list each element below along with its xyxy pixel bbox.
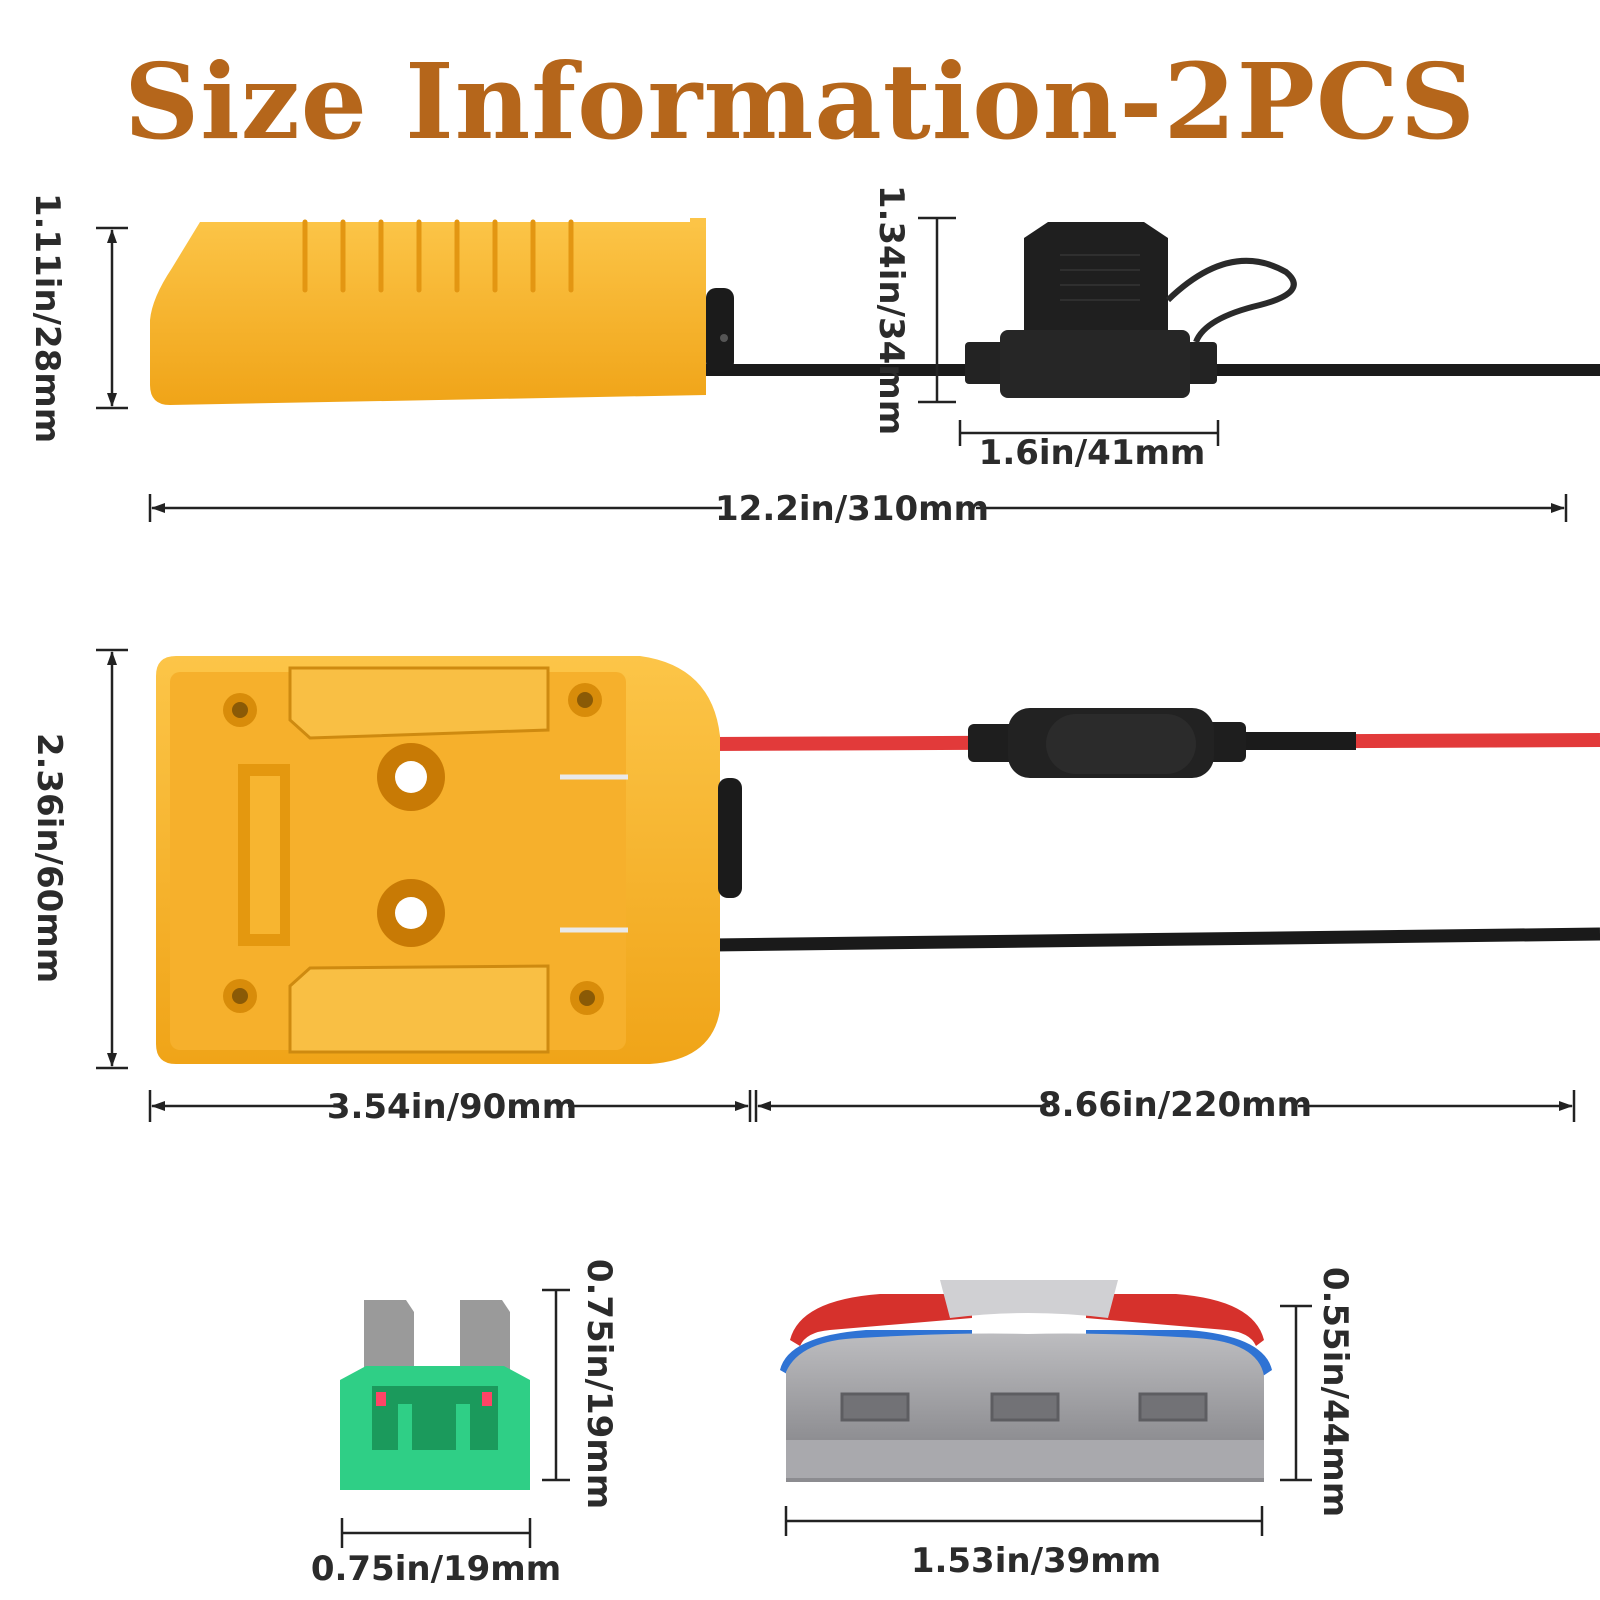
- adapter-side-housing: [150, 218, 706, 405]
- dim-fuse-holder-height: 1.34in/34mm: [871, 185, 956, 435]
- rail-bottom: [288, 964, 550, 1054]
- power-switch-top: [718, 778, 742, 898]
- adapter-height-label: 2.36in/60mm: [29, 733, 69, 983]
- top-view: [156, 656, 1600, 1064]
- page-title: Size Information-2PCS: [124, 40, 1476, 163]
- adapter-length-label: 3.54in/90mm: [327, 1087, 577, 1127]
- inline-fuse-holder: [968, 708, 1356, 778]
- lever-red-left: [790, 1294, 972, 1346]
- dim-fuse-height: 0.75in/19mm: [542, 1259, 619, 1509]
- wire-connector: [780, 1280, 1272, 1482]
- fuse-height-label: 0.75in/19mm: [579, 1259, 619, 1509]
- lever-red-right: [1086, 1294, 1264, 1346]
- connector-height-label: 0.55in/44mm: [1315, 1267, 1355, 1517]
- dim-total-length: 12.2in/310mm: [148, 489, 1568, 529]
- dim-connector-height: 0.55in/44mm: [1280, 1267, 1355, 1517]
- dim-fuse-width: 0.75in/19mm: [311, 1518, 561, 1589]
- side-height-label: 1.11in/28mm: [27, 193, 67, 443]
- side-view: [150, 218, 1600, 405]
- dim-fuse-holder-width: 1.6in/41mm: [958, 420, 1220, 473]
- rail-top: [288, 666, 550, 740]
- dim-side-height: 1.11in/28mm: [27, 193, 128, 443]
- fuse-holder-side: [965, 222, 1297, 398]
- power-switch-side: [706, 288, 734, 372]
- fuse-width-label: 0.75in/19mm: [311, 1549, 561, 1589]
- dim-wire-length: 8.66in/220mm: [754, 1085, 1576, 1125]
- wire-length-label: 8.66in/220mm: [1038, 1085, 1312, 1125]
- total-length-label: 12.2in/310mm: [715, 489, 989, 529]
- dim-adapter-length: 3.54in/90mm: [148, 1087, 752, 1127]
- black-wire: [711, 927, 1600, 952]
- dim-adapter-height: 2.36in/60mm: [29, 648, 128, 1070]
- dim-connector-width: 1.53in/39mm: [784, 1506, 1264, 1581]
- fuse-holder-width-label: 1.6in/41mm: [979, 433, 1206, 473]
- blade-fuse: [340, 1300, 530, 1490]
- housing-ribs: [302, 219, 574, 293]
- connector-width-label: 1.53in/39mm: [911, 1541, 1161, 1581]
- fuse-holder-height-label: 1.34in/34mm: [871, 185, 911, 435]
